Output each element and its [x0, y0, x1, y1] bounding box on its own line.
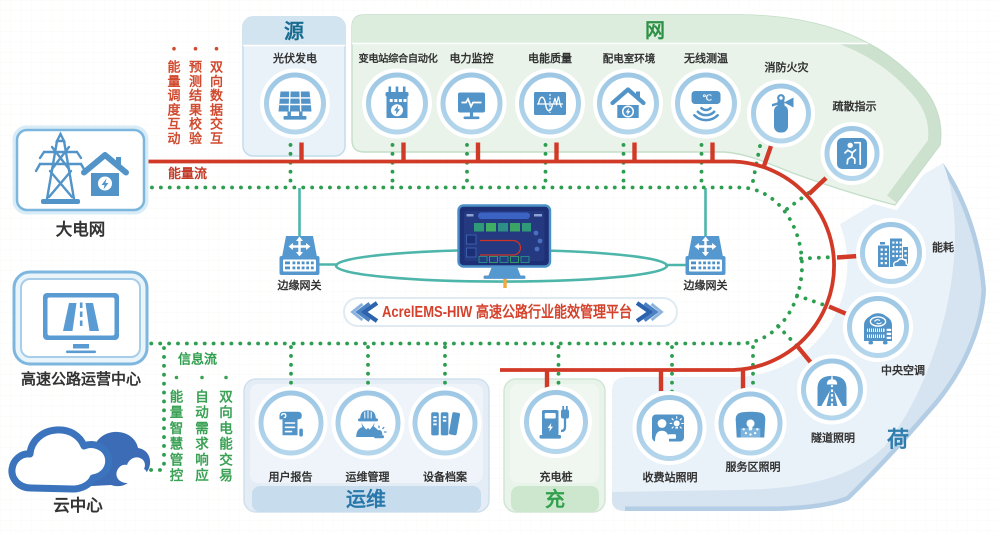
svg-text:能: 能 [219, 436, 233, 452]
svg-text:服务区照明: 服务区照明 [726, 460, 781, 474]
svg-text:源: 源 [284, 20, 304, 43]
svg-text:电力监控: 电力监控 [450, 51, 494, 65]
svg-text:结: 结 [189, 88, 202, 103]
svg-text:求: 求 [195, 436, 209, 452]
svg-text:应: 应 [195, 467, 209, 483]
svg-text:网: 网 [645, 20, 665, 42]
svg-text:能: 能 [170, 389, 184, 405]
svg-text:度: 度 [167, 102, 181, 117]
svg-text:量: 量 [170, 405, 184, 420]
svg-text:数: 数 [210, 88, 224, 103]
svg-text:校: 校 [189, 117, 203, 132]
svg-text:充: 充 [545, 487, 565, 511]
svg-text:预: 预 [189, 60, 202, 75]
svg-text:能耗: 能耗 [932, 240, 954, 254]
svg-text:向: 向 [210, 74, 223, 89]
svg-text:易: 易 [219, 468, 233, 483]
svg-text:互: 互 [167, 117, 180, 132]
svg-text:双: 双 [219, 390, 233, 405]
svg-text:大电网: 大电网 [56, 219, 106, 239]
svg-text:电: 电 [219, 420, 233, 436]
svg-text:高速公路运营中心: 高速公路运营中心 [21, 370, 141, 388]
svg-text:电能质量: 电能质量 [528, 51, 572, 65]
svg-text:光伏发电: 光伏发电 [272, 51, 317, 65]
svg-text:交: 交 [219, 451, 233, 467]
svg-text:动: 动 [167, 131, 180, 146]
svg-text:云中心: 云中心 [53, 495, 103, 515]
svg-text:疏散指示: 疏散指示 [833, 99, 877, 113]
svg-text:自: 自 [195, 389, 209, 405]
svg-text:运维管理: 运维管理 [346, 470, 390, 484]
svg-text:响: 响 [195, 451, 209, 467]
svg-text:能: 能 [167, 60, 180, 75]
svg-text:收费站照明: 收费站照明 [643, 470, 698, 484]
svg-text:运维: 运维 [346, 487, 386, 511]
svg-text:边缘网关: 边缘网关 [683, 278, 728, 292]
svg-text:AcrelEMS-HIW 高速公路行业能效管理平台: AcrelEMS-HIW 高速公路行业能效管理平台 [382, 302, 632, 321]
svg-text:荷: 荷 [887, 427, 909, 452]
svg-text:充电桩: 充电桩 [540, 470, 573, 484]
svg-text:智: 智 [170, 420, 184, 436]
svg-text:互: 互 [210, 131, 223, 146]
svg-text:量: 量 [167, 74, 180, 89]
svg-text:无线测温: 无线测温 [683, 51, 728, 65]
svg-text:设备档案: 设备档案 [423, 470, 468, 484]
svg-text:消防火灾: 消防火灾 [765, 60, 810, 74]
svg-text:需: 需 [195, 420, 209, 436]
svg-text:验: 验 [189, 131, 203, 146]
svg-text:动: 动 [195, 404, 209, 420]
svg-text:用户报告: 用户报告 [269, 470, 313, 484]
svg-text:测: 测 [189, 74, 202, 89]
svg-text:交: 交 [210, 117, 223, 132]
svg-text:配电室环境: 配电室环境 [603, 52, 656, 65]
svg-text:中央空调: 中央空调 [881, 363, 925, 377]
svg-text:调: 调 [167, 88, 180, 103]
svg-text:果: 果 [188, 102, 202, 117]
svg-text:能量流: 能量流 [168, 166, 207, 181]
svg-text:隧道照明: 隧道照明 [811, 431, 855, 445]
svg-text:向: 向 [219, 404, 233, 420]
svg-text:慧: 慧 [170, 436, 184, 452]
svg-text:边缘网关: 边缘网关 [277, 278, 322, 292]
svg-text:信息流: 信息流 [178, 352, 217, 367]
svg-text:双: 双 [210, 60, 223, 75]
svg-text:℃: ℃ [702, 93, 712, 103]
svg-text:据: 据 [210, 102, 223, 117]
svg-text:控: 控 [170, 467, 184, 483]
svg-text:变电站综合自动化: 变电站综合自动化 [358, 52, 438, 65]
svg-text:管: 管 [170, 451, 184, 467]
